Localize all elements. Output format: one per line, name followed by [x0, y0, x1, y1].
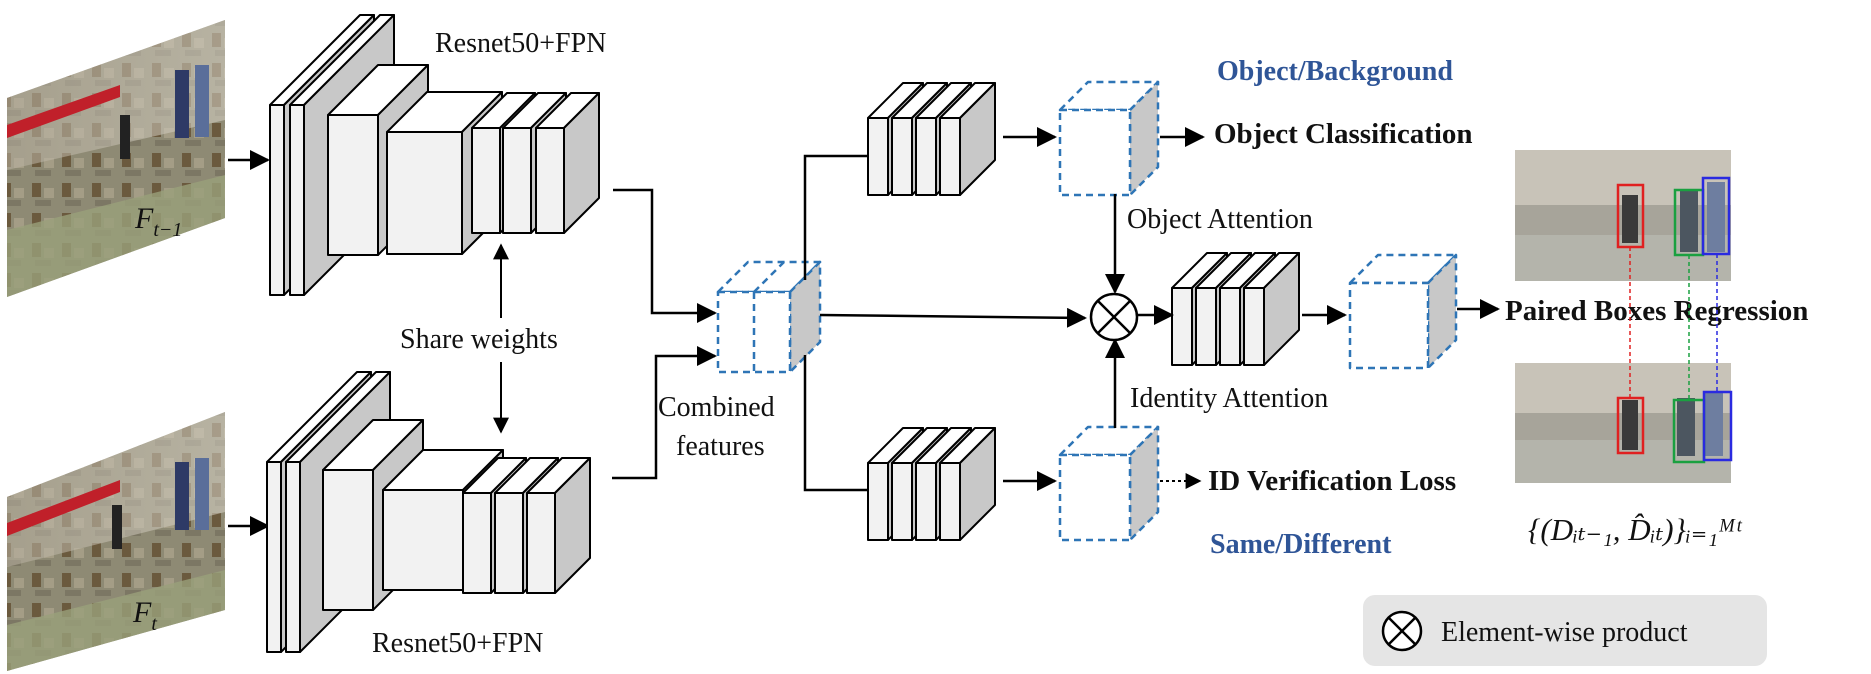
output-feature-cube	[1348, 253, 1458, 370]
object-attention-cube	[1058, 80, 1160, 197]
backbone-top-layer-7	[535, 92, 600, 234]
object-background-label: Object/Background	[1217, 56, 1453, 87]
stack-identity-layer-4	[939, 427, 996, 541]
share-weights-label: Share weights	[400, 324, 558, 355]
identity-attention-label: Identity Attention	[1130, 383, 1328, 414]
arrow-top-to-combined	[613, 188, 717, 323]
box-blue-cur	[1702, 390, 1733, 462]
cube-output-shape	[1348, 253, 1458, 370]
identity-attention-cube	[1058, 425, 1160, 542]
arrow-to-identity-branch	[803, 355, 868, 492]
backbone-bottom-layer-7	[526, 457, 591, 594]
output-frame-prev	[1515, 150, 1731, 281]
box-blue-prev	[1701, 176, 1731, 256]
combined-label-line2: features	[676, 431, 765, 462]
arrow-to-object-branch	[803, 154, 868, 280]
output-frame-cur	[1515, 363, 1731, 483]
combined-label-line1: Combined	[658, 392, 775, 423]
object-branch-stack	[867, 82, 996, 196]
arrow-bottom-to-combined	[612, 346, 717, 480]
same-different-label: Same/Different	[1210, 529, 1392, 560]
frame-cur-label: Ft	[132, 596, 157, 635]
element-wise-product-node	[1089, 292, 1139, 342]
formula-label: {(Dᵢₜ₋₁, D̂ᵢₜ)}ᵢ₌₁ᴹᵗ	[1528, 512, 1743, 547]
identity-branch-stack	[867, 427, 996, 541]
object-attention-label: Object Attention	[1127, 204, 1313, 235]
backbone-top	[269, 14, 600, 296]
backbone-bottom-label: Resnet50+FPN	[372, 628, 543, 659]
stack-object-layer-4	[939, 82, 996, 196]
cube-object-shape	[1058, 80, 1160, 197]
legend-box	[1363, 595, 1767, 666]
frame-prev-image	[7, 20, 225, 297]
backbone-bottom	[266, 371, 591, 653]
fused-feature-stack	[1171, 252, 1300, 366]
backbone-top-label: Resnet50+FPN	[435, 28, 606, 59]
combined-features-cube	[716, 260, 822, 374]
legend-product-icon	[1381, 610, 1423, 652]
object-classification-label: Object Classification	[1214, 118, 1473, 150]
frame-cur-image	[7, 412, 225, 671]
cube-identity-shape	[1058, 425, 1160, 542]
stack-mid-layer-4	[1243, 252, 1300, 366]
frame-prev-label: Ft−1	[134, 202, 182, 241]
legend-text: Element-wise product	[1441, 617, 1688, 648]
arrow-combined-to-product	[819, 307, 1087, 328]
paired-boxes-regression-label: Paired Boxes Regression	[1505, 295, 1808, 327]
id-verification-loss-label: ID Verification Loss	[1208, 465, 1456, 497]
